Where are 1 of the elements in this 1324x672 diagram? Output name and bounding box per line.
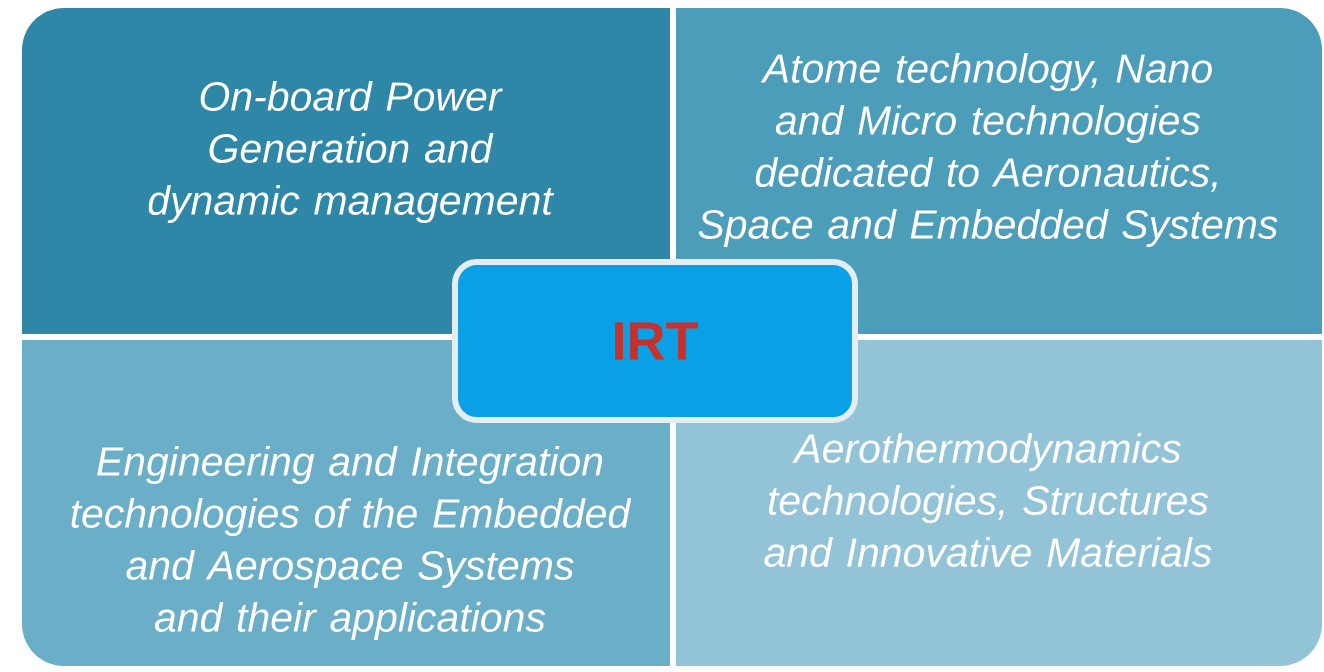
center-box: IRT [452,259,858,423]
